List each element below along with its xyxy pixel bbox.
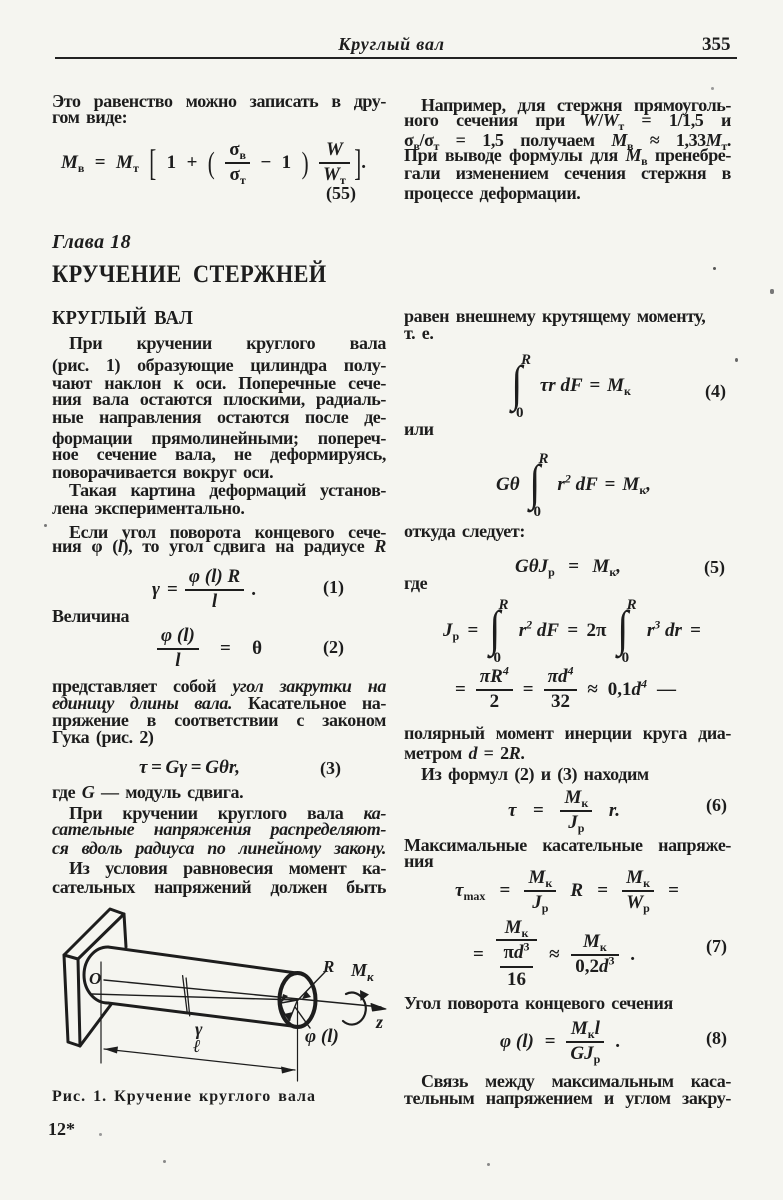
svg-text:R: R: [322, 957, 334, 976]
svg-text:M: M: [350, 960, 368, 980]
svg-text:к: к: [367, 969, 374, 984]
svg-text:φ (l): φ (l): [305, 1026, 339, 1047]
svg-text:O: O: [89, 969, 101, 988]
svg-text:ℓ: ℓ: [193, 1036, 201, 1056]
svg-text:γ: γ: [195, 1019, 203, 1039]
svg-text:z: z: [375, 1012, 383, 1032]
